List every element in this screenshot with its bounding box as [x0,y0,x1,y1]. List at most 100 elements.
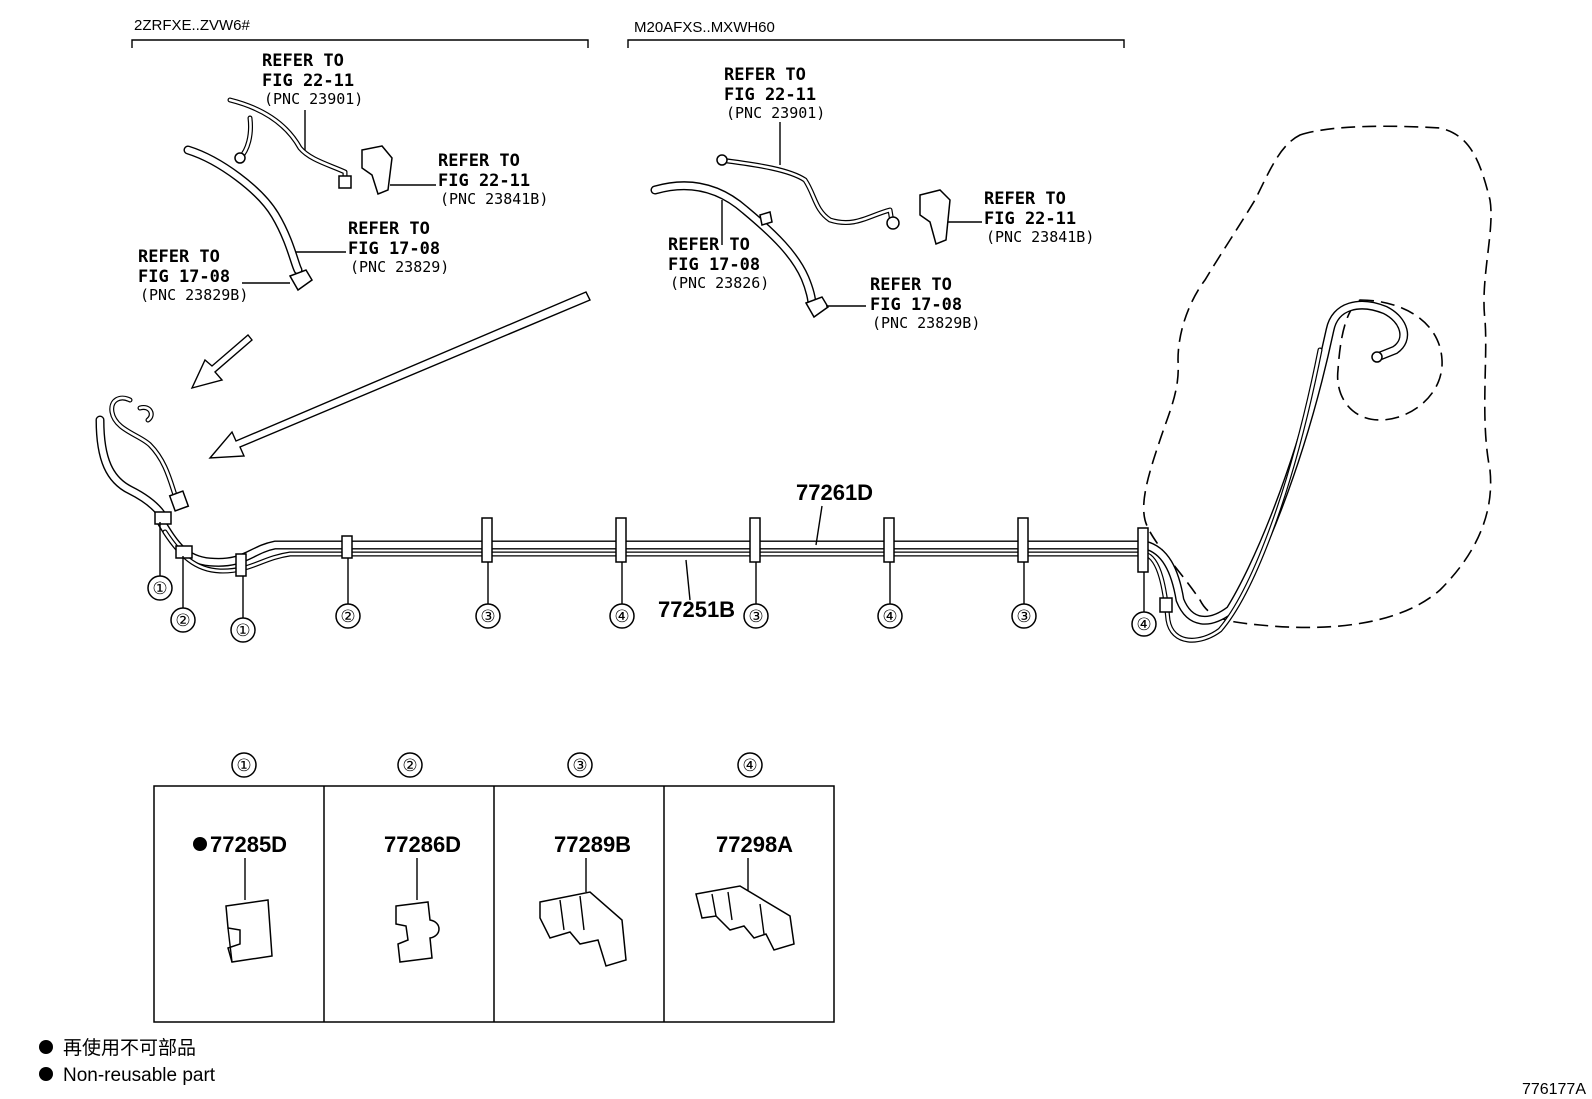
table-header-3: ③ [567,752,593,778]
callout-1-b: ① [230,576,256,643]
svg-text:77298A: 77298A [716,832,793,857]
table-header-1: ① [231,752,257,778]
svg-text:77261D: 77261D [796,480,873,505]
clamp-77289b: 77289B [539,832,631,967]
svg-text:(PNC 23829B): (PNC 23829B) [872,314,980,332]
svg-text:②: ② [340,607,355,626]
svg-text:REFER TO: REFER TO [348,219,430,239]
clamp-mark [175,545,193,559]
svg-text:FIG 17-08: FIG 17-08 [348,239,440,259]
clamp-mark [1137,527,1149,573]
svg-text:②: ② [402,756,417,775]
callout-4-a: ④ [609,562,635,629]
right-ref-23829b: REFER TO FIG 17-08 (PNC 23829B) [870,275,980,332]
svg-text:77285D: 77285D [210,832,287,857]
svg-text:FIG 17-08: FIG 17-08 [870,295,962,315]
right-ref-23841b: REFER TO FIG 22-11 (PNC 23841B) [984,189,1094,246]
svg-text:③: ③ [1016,607,1031,626]
svg-text:再使用不可部品: 再使用不可部品 [63,1037,196,1059]
clamp-mark [615,517,627,563]
callout-3-b: ③ [743,562,769,629]
svg-text:FIG 17-08: FIG 17-08 [138,267,230,287]
clamp-table: ① ② ③ ④ 77285D 77286D 772 [153,752,835,1023]
svg-text:③: ③ [572,756,587,775]
clamp-77298a: 77298A [695,832,795,951]
table-header-2: ② [397,752,423,778]
right-ref-23826: REFER TO FIG 17-08 (PNC 23826) [668,235,769,292]
callout-4-c: ④ [1131,572,1157,637]
svg-text:③: ③ [480,607,495,626]
variant-right-header: M20AFXS..MXWH60 [627,19,1125,48]
svg-text:(PNC 23841B): (PNC 23841B) [986,228,1094,246]
svg-text:REFER TO: REFER TO [262,51,344,71]
svg-text:77289B: 77289B [554,832,631,857]
clamp-mark [154,511,172,525]
svg-text:④: ④ [1136,615,1151,634]
part-77261d: 77261D [796,480,873,546]
svg-text:①: ① [235,621,250,640]
main-fuel-tube-bundle [155,300,1409,643]
right-variant-parts [650,122,982,319]
callout-2-a: ② [170,556,196,633]
svg-text:(PNC 23841B): (PNC 23841B) [440,190,548,208]
svg-text:REFER TO: REFER TO [138,247,220,267]
clamp-mark [481,517,493,563]
svg-text:(PNC 23829B): (PNC 23829B) [140,286,248,304]
svg-text:②: ② [175,611,190,630]
svg-text:(PNC 23826): (PNC 23826) [670,274,769,292]
left-ref-23829b: REFER TO FIG 17-08 (PNC 23829B) [138,247,248,304]
svg-text:M20AFXS..MXWH60: M20AFXS..MXWH60 [634,19,775,36]
fuel-tank-outline [1142,125,1492,629]
svg-text:77251B: 77251B [658,597,735,622]
callout-markers: ① ② ① ② ③ ④ ③ [147,522,1157,643]
arrow-left-variant [190,333,253,390]
svg-text:REFER TO: REFER TO [870,275,952,295]
svg-text:REFER TO: REFER TO [668,235,750,255]
svg-text:(PNC 23901): (PNC 23901) [264,90,363,108]
left-ref-23901: REFER TO FIG 22-11 (PNC 23901) [262,51,363,108]
non-reusable-dot-icon [39,1067,53,1081]
clamp-mark [883,517,895,563]
arrow-right-variant [208,291,591,459]
clamp-mark [1159,597,1173,613]
callout-3-a: ③ [475,562,501,629]
right-ref-23901: REFER TO FIG 22-11 (PNC 23901) [724,65,825,122]
svg-text:①: ① [236,756,251,775]
svg-text:FIG 22-11: FIG 22-11 [262,71,354,91]
clamp-mark [341,535,353,559]
svg-text:④: ④ [882,607,897,626]
callout-4-b: ④ [877,562,903,629]
callout-2-b: ② [335,558,361,629]
clamp-77286d: 77286D [384,832,461,963]
clamp-77285d: 77285D [193,832,287,963]
svg-text:③: ③ [748,607,763,626]
variant-left-header: 2ZRFXE..ZVW6# [131,17,589,48]
svg-text:④: ④ [742,756,757,775]
left-ref-23841b: REFER TO FIG 22-11 (PNC 23841B) [438,151,548,208]
left-variant-parts [183,97,436,292]
svg-text:(PNC 23829): (PNC 23829) [350,258,449,276]
clamp-mark [749,517,761,563]
clamp-mark [1017,517,1029,563]
callout-1-a: ① [147,522,173,601]
non-reusable-dot-icon [193,837,207,851]
front-connector-pipes [95,395,190,525]
svg-text:FIG 22-11: FIG 22-11 [724,85,816,105]
svg-text:①: ① [152,579,167,598]
svg-text:FIG 22-11: FIG 22-11 [438,171,530,191]
svg-text:REFER TO: REFER TO [438,151,520,171]
svg-text:2ZRFXE..ZVW6#: 2ZRFXE..ZVW6# [134,17,251,34]
part-77251b: 77251B [658,559,735,622]
svg-text:REFER TO: REFER TO [984,189,1066,209]
tube-clamps [154,511,1173,613]
svg-text:Non-reusable part: Non-reusable part [63,1065,216,1086]
figure-id: 776177A [1522,1081,1586,1098]
clamp-mark [235,553,247,577]
legend: 再使用不可部品 Non-reusable part [39,1037,216,1086]
table-header-4: ④ [737,752,763,778]
svg-text:(PNC 23901): (PNC 23901) [726,104,825,122]
callout-3-c: ③ [1011,562,1037,629]
non-reusable-dot-icon [39,1040,53,1054]
svg-text:77286D: 77286D [384,832,461,857]
